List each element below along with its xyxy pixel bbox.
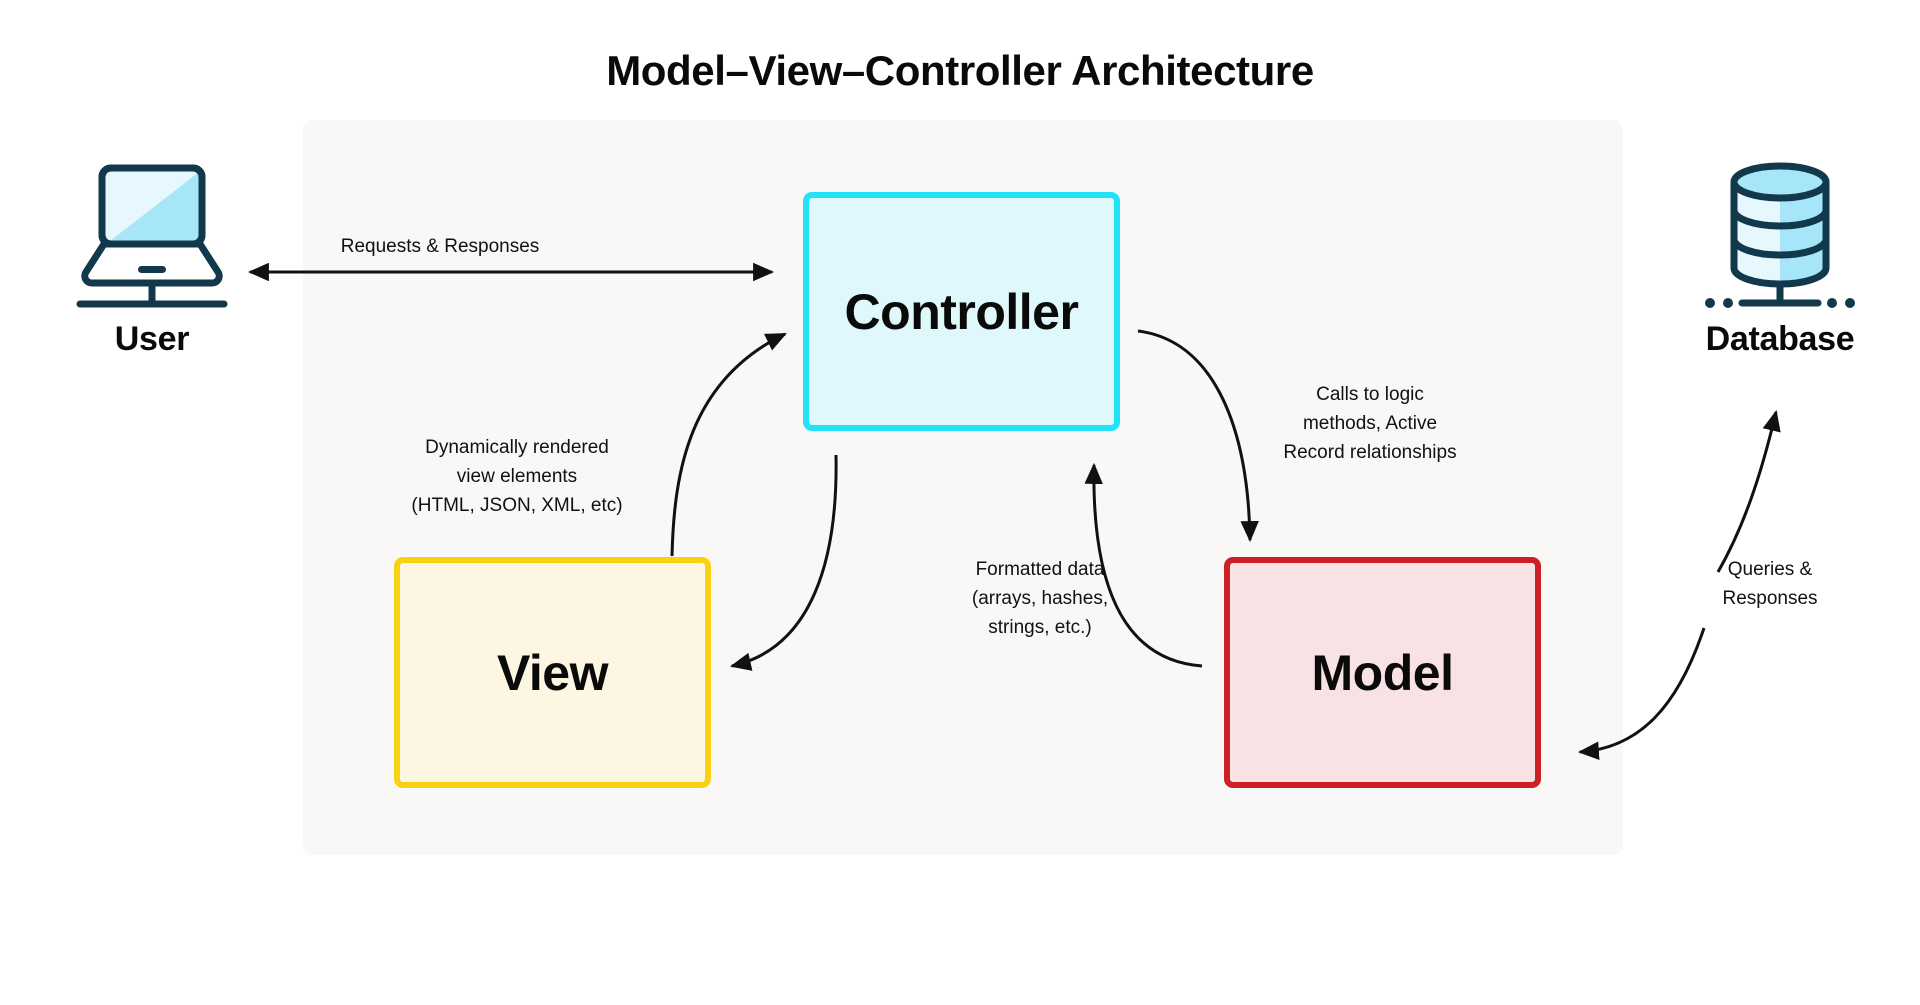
node-model[interactable]: Model — [1224, 557, 1541, 788]
edge-label-queries-responses: Queries & Responses — [1722, 559, 1818, 609]
page-title: Model–View–Controller Architecture — [606, 47, 1314, 94]
laptop-icon — [76, 164, 228, 308]
endpoint-user: User — [22, 160, 282, 359]
edge-label-calls-to-logic: Calls to logic methods, Active Record re… — [1283, 384, 1457, 463]
database-icon — [1705, 162, 1855, 308]
endpoint-database-label: Database — [1705, 320, 1855, 358]
endpoint-database: Database — [1650, 160, 1910, 359]
node-controller[interactable]: Controller — [803, 192, 1120, 431]
node-model-label: Model — [1311, 644, 1454, 701]
node-view-label: View — [496, 644, 609, 701]
node-view[interactable]: View — [394, 557, 711, 788]
edge-label-formatted-data: Formatted data (arrays, hashes, strings,… — [971, 559, 1109, 638]
edge-label-dynamically-rendered: Dynamically rendered view elements (HTML… — [411, 437, 623, 516]
edge-label-requests-responses: Requests & Responses — [340, 236, 540, 257]
node-controller-label: Controller — [844, 283, 1079, 340]
endpoint-user-label: User — [114, 320, 190, 358]
